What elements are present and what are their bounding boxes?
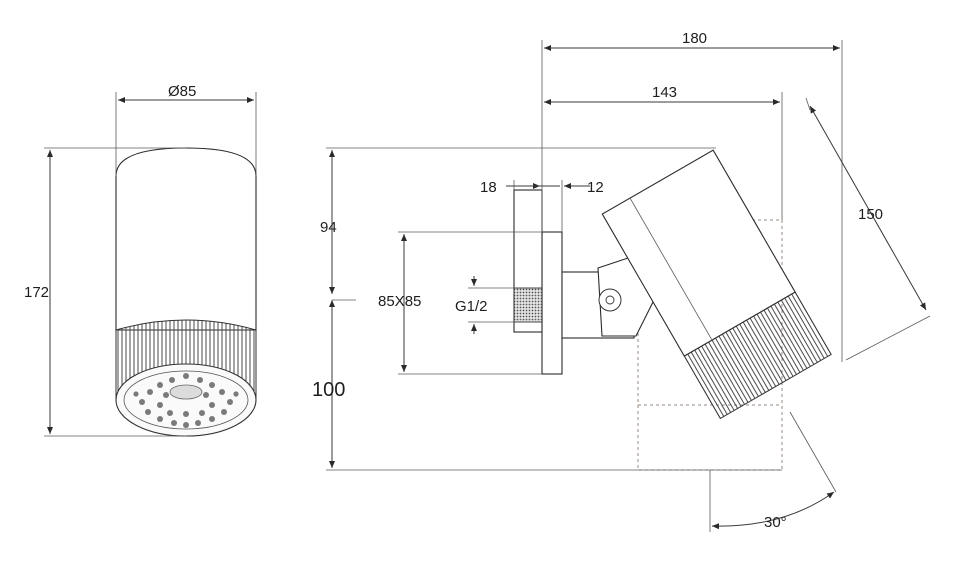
front-height-label: 172: [24, 284, 49, 301]
tilt-angle-label: 30°: [764, 514, 787, 531]
front-cylinder-body: [115, 147, 257, 331]
overall-width-label: 180: [682, 30, 707, 47]
plate-thickness-label: 18: [480, 179, 497, 196]
plate-size-label: 85X85: [378, 293, 421, 310]
tilted-body: [601, 149, 832, 420]
front-view: Ø85 172: [24, 83, 257, 437]
tilted-ribbed-ring: [683, 291, 832, 420]
body-length-label: 150: [858, 206, 883, 223]
lower-height-label: 100: [312, 379, 345, 401]
thread-section: [513, 287, 543, 323]
side-view: 180 143 18 12 94 100 85X85 G1/2: [312, 30, 931, 532]
mounting-plate: [541, 231, 563, 375]
upper-height-label: 94: [320, 219, 337, 236]
body-reach-label: 143: [652, 84, 677, 101]
front-lens-dots: [133, 373, 239, 428]
stem-length-label: 12: [587, 179, 604, 196]
front-diameter-label: Ø85: [168, 83, 196, 100]
thread-label: G1/2: [455, 298, 488, 315]
